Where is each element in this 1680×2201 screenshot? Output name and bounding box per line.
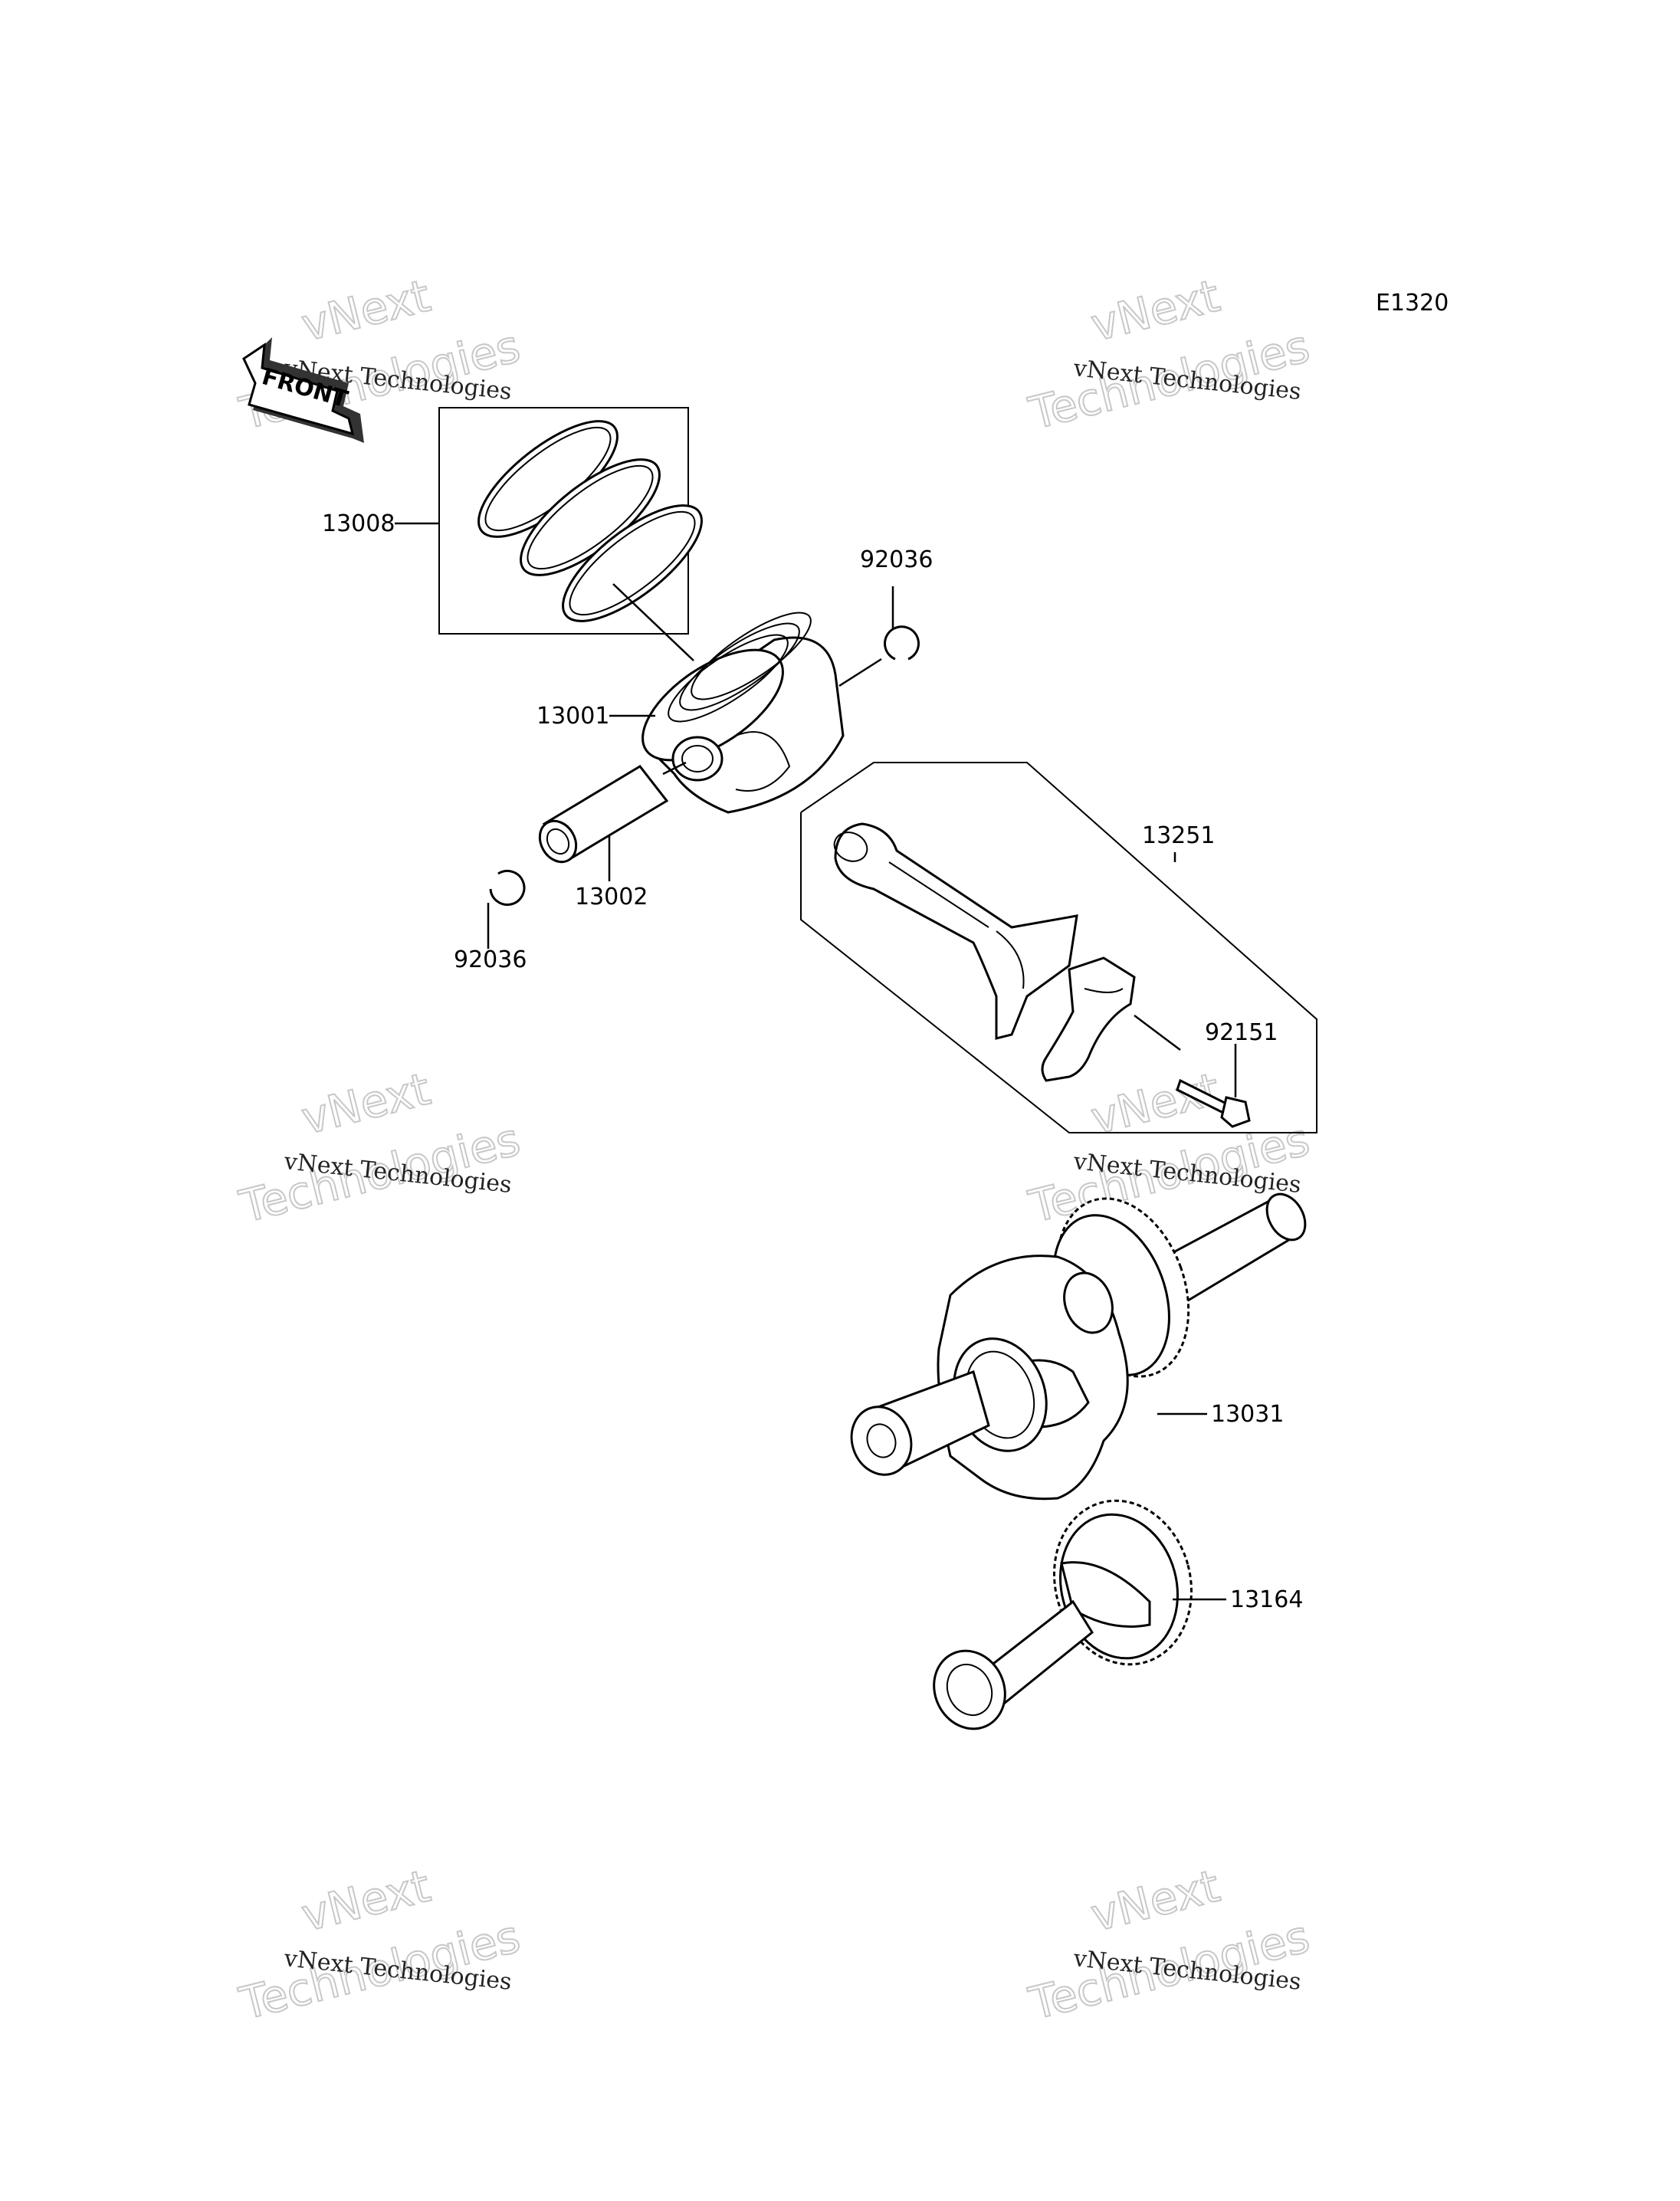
label-13251: 13251 bbox=[1142, 822, 1215, 849]
label-92036-left: 92036 bbox=[454, 946, 527, 973]
watermark-brand: vNext bbox=[1086, 1860, 1225, 1942]
piston-ring-set bbox=[438, 407, 703, 661]
connecting-rod-set bbox=[800, 762, 1317, 1133]
circlip-left bbox=[489, 870, 526, 906]
watermark-brand: vNext bbox=[297, 1063, 435, 1145]
watermark-bottom-right: vNext Technologies vNext Technologies bbox=[1023, 1859, 1315, 2031]
front-arrow-icon: FRONT bbox=[242, 337, 364, 443]
label-13164: 13164 bbox=[1230, 1586, 1303, 1613]
label-92036-right: 92036 bbox=[860, 546, 933, 573]
crankshaft bbox=[850, 1192, 1307, 1501]
balancer-shaft bbox=[933, 1499, 1193, 1730]
label-92151: 92151 bbox=[1205, 1019, 1278, 1046]
watermark-bottom-left: vNext Technologies vNext Technologies bbox=[234, 1859, 526, 2031]
watermark-brand: vNext bbox=[297, 1860, 435, 1942]
watermark-brand: vNext bbox=[1086, 270, 1225, 352]
label-13002: 13002 bbox=[575, 884, 648, 910]
label-13031: 13031 bbox=[1211, 1401, 1284, 1428]
label-13008: 13008 bbox=[322, 510, 395, 537]
piston bbox=[641, 612, 845, 814]
watermark-top-right: vNext Technologies vNext Technologies bbox=[1023, 269, 1315, 441]
circlip-right bbox=[884, 625, 920, 661]
piston-pin bbox=[538, 761, 687, 864]
watermark-brand: vNext bbox=[297, 270, 435, 352]
label-13001: 13001 bbox=[536, 703, 609, 730]
watermark-mid-left: vNext Technologies vNext Technologies bbox=[234, 1062, 526, 1234]
diagram-code: E1320 bbox=[1376, 290, 1449, 317]
